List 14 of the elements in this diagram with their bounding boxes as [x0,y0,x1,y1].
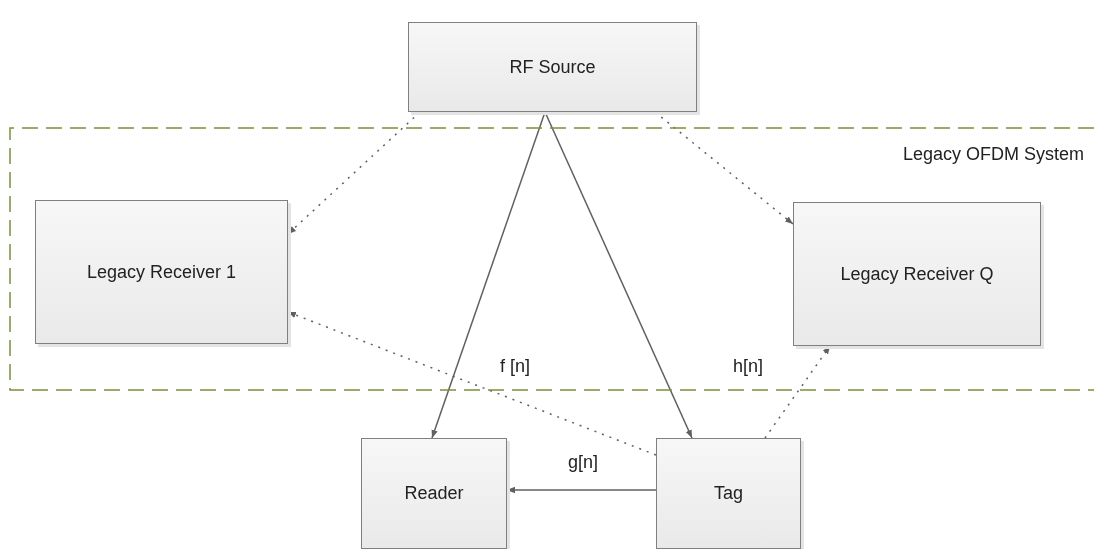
dashed-group-region [10,128,1094,390]
process-box [408,22,697,112]
process-box [656,438,801,549]
box-label: Legacy Receiver 1 [86,261,237,283]
box-label: RF Source [509,56,596,78]
process-box [361,438,507,549]
process-box [793,202,1041,346]
channel-label: f [n] [500,356,530,377]
channel-label: h[n] [733,356,764,377]
box-label: Tag [714,483,743,504]
group-title: Legacy OFDM System [902,144,1084,165]
box-label: Legacy Receiver Q [840,263,994,285]
box-label: Reader [404,483,464,504]
process-box [35,200,288,344]
